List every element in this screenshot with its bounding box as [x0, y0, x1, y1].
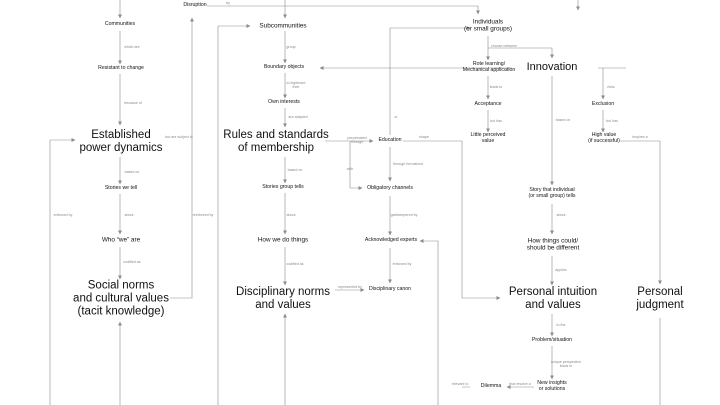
node-subcommunities: Subcommunities — [259, 22, 307, 30]
node-innovation: Innovation — [526, 60, 578, 73]
node-rote-learning: Rote learning/ Mechanical application — [462, 61, 516, 73]
label-represented-by: represented by — [338, 284, 362, 289]
label-gatekeeper: gatekeepered by — [390, 212, 418, 217]
label-but-has-1: but has — [490, 118, 502, 123]
edge-rules-obligatory — [349, 141, 363, 190]
label-enforced-by-2: enforced by — [392, 261, 412, 266]
edge-bottom-experts — [419, 239, 439, 405]
label-subject-to: but are subject to — [165, 134, 193, 139]
label-that-resolve: that resolve a — [509, 381, 531, 386]
node-established-power: Established power dynamics — [79, 129, 163, 154]
label-applies: applies — [555, 267, 567, 272]
label-perpetuated: perpetuated through — [347, 135, 367, 144]
node-boundary-objects: Boundary objects — [263, 64, 305, 71]
node-dilemma: Dilemma — [480, 383, 502, 390]
node-acceptance: Acceptance — [474, 101, 502, 108]
node-story-individual: Story that individual (or small group) t… — [528, 187, 576, 199]
node-education: Education — [378, 137, 402, 144]
edge-education-personal — [403, 140, 501, 300]
node-acknowledged-experts: Acknowledged experts — [364, 237, 418, 244]
label-which-are: which are — [124, 44, 140, 49]
label-codified-1: codified as — [123, 259, 141, 264]
label-based-on-group: based on — [287, 167, 303, 172]
label-with: with — [346, 166, 354, 171]
node-little-value: Little perceived value — [470, 132, 506, 144]
label-based-on-inno: based on — [555, 117, 571, 122]
node-obligatory-channels: Obligatory channels — [367, 185, 413, 192]
label-about-1: about — [124, 212, 134, 217]
node-exclusion: Exclusion — [591, 101, 615, 108]
node-communities: Communities — [104, 21, 136, 28]
edge-indiv-innovation — [488, 47, 554, 59]
label-by: by — [226, 0, 230, 5]
label-are-adapted: are adapted — [288, 114, 308, 119]
node-disruption: Disruption — [183, 2, 207, 9]
node-individuals: Individuals (or small groups) — [464, 18, 512, 33]
label-enforced-by: enforced by — [53, 212, 73, 217]
label-because-of: because of — [124, 100, 142, 105]
node-stories-we-tell: Stories we tell — [104, 185, 138, 192]
edge-dilemma-individuals — [462, 0, 578, 388]
label-about-3: about — [556, 212, 566, 217]
node-own-interests: Own interests — [268, 99, 300, 106]
edge-disruption-subcommunities — [217, 24, 251, 405]
label-based-on-stories: based on — [124, 169, 140, 174]
label-through-formalized: through formalized — [393, 161, 423, 166]
edge-education-individuals — [389, 26, 471, 135]
node-disciplinary-canon: Disciplinary canon — [368, 286, 412, 293]
node-personal-judgment: Personal judgment — [636, 286, 684, 311]
label-or: or — [394, 114, 398, 119]
node-new-insights: New insights or solutions — [537, 380, 567, 392]
label-unique-perspective: unique perspective leads to — [550, 359, 582, 368]
label-reinforced-by: reinforced by — [192, 212, 214, 217]
label-to-legitimize: to legitimize their — [286, 80, 306, 89]
label-choose-between: choose between — [490, 43, 518, 48]
label-shape: shape — [419, 134, 429, 139]
label-group: group — [286, 44, 296, 49]
label-relevant-to: relevant to — [451, 381, 469, 386]
label-about-2: about — [286, 212, 296, 217]
node-personal-intuition: Personal intuition and values — [508, 286, 598, 311]
label-risks: risks — [607, 84, 615, 89]
edge-reinforced-loop — [170, 17, 194, 299]
label-inspires: inspires a — [632, 134, 648, 139]
label-leads-to: leads to — [489, 84, 503, 89]
edge-enforced-loop — [49, 138, 76, 405]
node-rules-standards: Rules and standards of membership — [223, 129, 329, 154]
node-stories-group-tells: Stories group tells — [262, 184, 304, 191]
label-to-the: to the — [556, 322, 566, 327]
node-how-we-do-things: How we do things — [257, 236, 309, 244]
edge-disruption-line — [207, 5, 480, 15]
edge-high-judgment — [620, 140, 662, 285]
node-social-norms: Social norms and cultural values (tacit … — [73, 279, 169, 318]
node-high-value: High value (if successful) — [588, 132, 620, 144]
node-how-things-could: How things could/ should be different — [526, 237, 580, 252]
node-disciplinary-norms: Disciplinary norms and values — [236, 286, 330, 311]
node-problem-situation: Problem/situation — [531, 337, 573, 344]
node-who-we-are: Who “we” are — [101, 236, 141, 244]
label-but-has-2: but has — [606, 118, 618, 123]
node-resistant: Resistant to change — [98, 65, 144, 72]
label-codified-2: codified as — [286, 261, 304, 266]
